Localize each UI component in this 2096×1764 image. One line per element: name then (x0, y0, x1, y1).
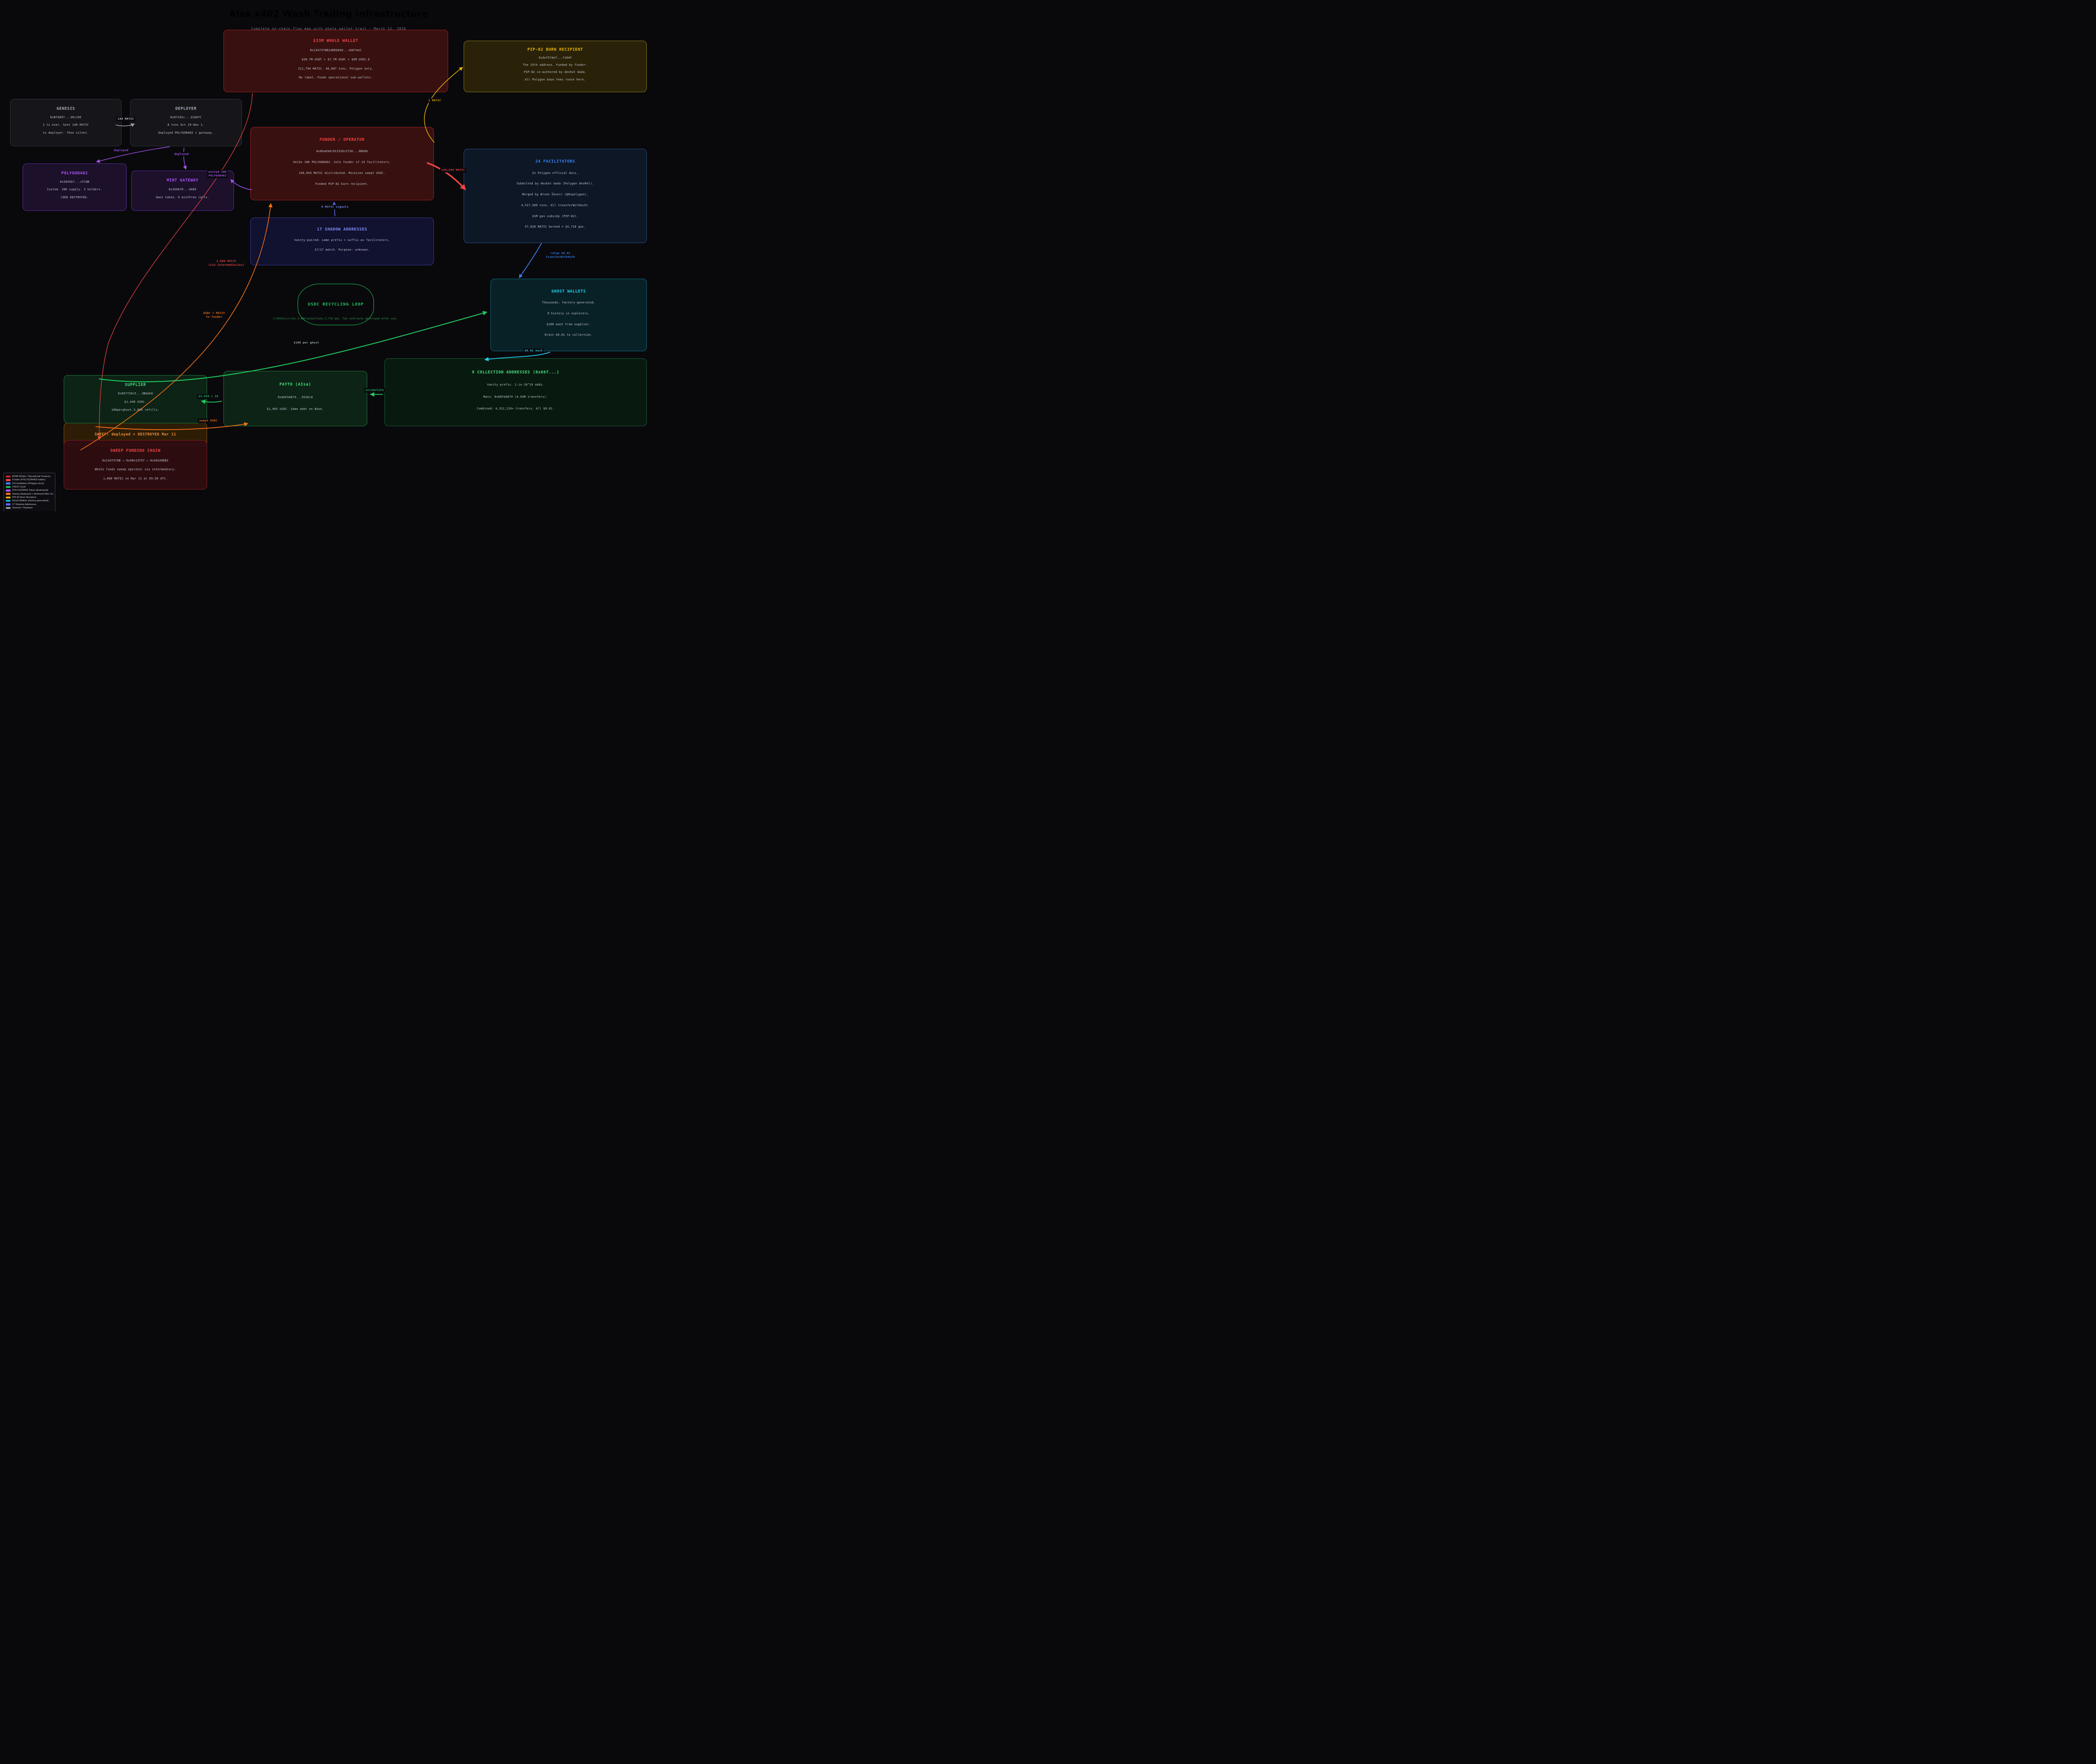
legend-swatch (6, 500, 10, 502)
node-title: 17 SHADOW ADDRESSES (316, 227, 368, 232)
arrow-deployer-to-polygon402 (96, 146, 170, 163)
node-title: 24 FACILITATORS (535, 159, 575, 164)
page-title: AIsa x402 Wash Trading Infrastructure (229, 9, 428, 19)
edge-label-1-matic: 1 MATIC (427, 98, 443, 103)
edge-label-minted-10k: minted 10K POLYGON402 (207, 170, 228, 178)
arrow-facilitators-to-ghost (519, 243, 542, 278)
legend-swatch (6, 496, 10, 499)
node-24-facilitators: 24 FACILITATORS In Polygon official docs… (464, 149, 647, 243)
wallet-address-chain: 0x1347378B → 0x00e13f97 → 0xd9a50DB1 (102, 458, 169, 462)
contract-address: 0x5845b7...c57dB (60, 180, 90, 184)
wallet-address: Main: 0x66FA4D79 (4.03M transfers). (483, 395, 548, 399)
legend-item: 24 Facilitators (Polygon docs) (6, 482, 53, 485)
loop-caption: 3,050incircles.4.5Mtransactions.5,718 ga… (273, 317, 398, 320)
wallet-address: 0x1347378B1d0Eb69d...ebE74eC (310, 49, 362, 52)
legend-item: POLYGON402 Token (destroyed) (6, 489, 53, 492)
node-title: SWEEP FUNDING CHAIN (110, 448, 161, 453)
wallet-address: 0xBfdd97...30c15E (50, 115, 82, 119)
edge-label-100-per-ghost: $100 per ghost (292, 340, 321, 345)
wash-trading-flow-map: AIsa x402 Wash Trading Infrastructure Co… (0, 0, 657, 511)
edge-label-1000-matic-via-intermediaries: 1,000 MATIC (via intermediaries) (207, 259, 246, 267)
legend-swatch (6, 503, 10, 505)
wallet-address: 0x3ef57def...f104F (538, 56, 572, 60)
node-title: DEPLOYER (175, 106, 197, 111)
edge-label-148650-matic: 148,650 MATIC (440, 168, 467, 173)
legend-swatch (6, 486, 10, 488)
legend: $33M Whale / Operational Treasury Funder… (3, 473, 55, 511)
edge-label-deployed-gateway: deployed (173, 152, 190, 157)
legend-swatch (6, 493, 10, 495)
node-title: $33M WHALE WALLET (313, 38, 358, 43)
node-title: GENESIS (56, 106, 75, 111)
page-subtitle: Complete on-chain flow map with whale wa… (251, 27, 406, 31)
node-shadow-addresses: 17 SHADOW ADDRESSES Vanity-paired: same … (250, 218, 434, 265)
edge-label-001-each: $0.01 each (523, 348, 544, 353)
wallet-address: 0x897720c5...3BbAb8 (118, 392, 153, 396)
arrow-funder-to-mint-gateway (230, 179, 252, 190)
node-sweep-funding-chain: SWEEP FUNDING CHAIN 0x1347378B → 0x00e13… (64, 440, 207, 490)
node-whale-wallet: $33M WHALE WALLET 0x1347378B1d0Eb69d...e… (223, 30, 448, 92)
legend-swatch (6, 482, 10, 484)
node-title: PIP-82 BURN RECIPIENT (527, 47, 583, 52)
legend-item: USDC Cycle (6, 485, 53, 489)
edge-label-swept-usdc: swept USDC (198, 418, 219, 423)
wallet-address: 0x89ab9dc912526c573D...9BbD6 (316, 150, 368, 153)
node-deployer: DEPLOYER 0x87162c...22A07C 8 txns Oct 29… (130, 99, 242, 146)
edge-label-140-matic: 140 MATIC (116, 117, 135, 122)
node-collection-addresses: 9 COLLECTION ADDRESSES (0x66f...) Vanity… (384, 358, 647, 426)
legend-item: Sweep (deployed + destroyed Mar 11) (6, 492, 53, 495)
loop-title: USDC RECYCLING LOOP (308, 302, 364, 307)
edge-label-deployed-token: deployed (112, 148, 130, 153)
node-title: POLYGON402 (61, 171, 88, 176)
node-title: GHOST WALLETS (551, 289, 586, 294)
node-title: 9 COLLECTION ADDRESSES (0x66f...) (472, 370, 560, 375)
edge-label-0-matic-signals: 0 MATIC signals (320, 205, 350, 210)
node-genesis: GENESIS 0xBfdd97...30c15E 1 tx ever. Sen… (10, 99, 122, 146)
node-pip82-burn-recipient: PIP-82 BURN RECIPIENT 0x3ef57def...f104F… (464, 41, 647, 92)
node-title: PAYTO (AIsa) (279, 382, 311, 387)
node-funder-operator: FUNDER / OPERATOR 0x89ab9dc912526c573D..… (250, 127, 434, 200)
edge-label-relay-transferwithauth: relay $0.01 transferWithAuth (545, 251, 576, 259)
legend-item: Funder (POLYGON402 holder) (6, 478, 53, 482)
legend-swatch (6, 479, 10, 481)
contract-address: 0x2b667D...dA89 (169, 187, 197, 191)
edge-label-usdc-matic-to-funder: USDC + MATIC to funder (202, 311, 226, 319)
node-title: MINT GATEWAY (166, 178, 199, 183)
node-supplier: SUPPLIER 0x897720c5...3BbAb8 $1,440 USDC… (64, 375, 207, 423)
legend-swatch (6, 490, 10, 492)
node-polygon402-token: POLYGON402 0x5845b7...c57dB Custom. 28K … (23, 163, 127, 211)
node-title: SUPPLIER (125, 383, 146, 388)
node-payto-aisa: PAYTO (AIsa) 0x66FA4D79...952Ec8 $1,965 … (223, 371, 367, 426)
node-title: SWEEP: deployed + DESTROYED Mar 11 (94, 433, 176, 437)
legend-item: 17 Shadow Addresses (6, 503, 53, 506)
legend-item: Ghost Wallets (factory-generated) (6, 499, 53, 503)
legend-item: $33M Whale / Operational Treasury (6, 475, 53, 478)
wallet-address: 0x87162c...22A07C (170, 115, 202, 119)
edge-label-3050-x-10: $3,050 × 10 (197, 394, 220, 399)
edge-label-accumulate: accumulate (364, 388, 385, 393)
wallet-address: 0x66FA4D79...952Ec8 (278, 395, 313, 399)
legend-swatch (6, 507, 10, 509)
node-ghost-wallets: GHOST WALLETS Thousands. Factory-generat… (490, 279, 647, 351)
arrow-deployer-to-mint-gateway (183, 147, 187, 170)
legend-swatch (6, 475, 10, 478)
legend-item: PIP-82 Burn Recipient (6, 496, 53, 499)
node-title: FUNDER / OPERATOR (319, 137, 365, 142)
legend-item: Genesis / Deployer (6, 506, 53, 510)
